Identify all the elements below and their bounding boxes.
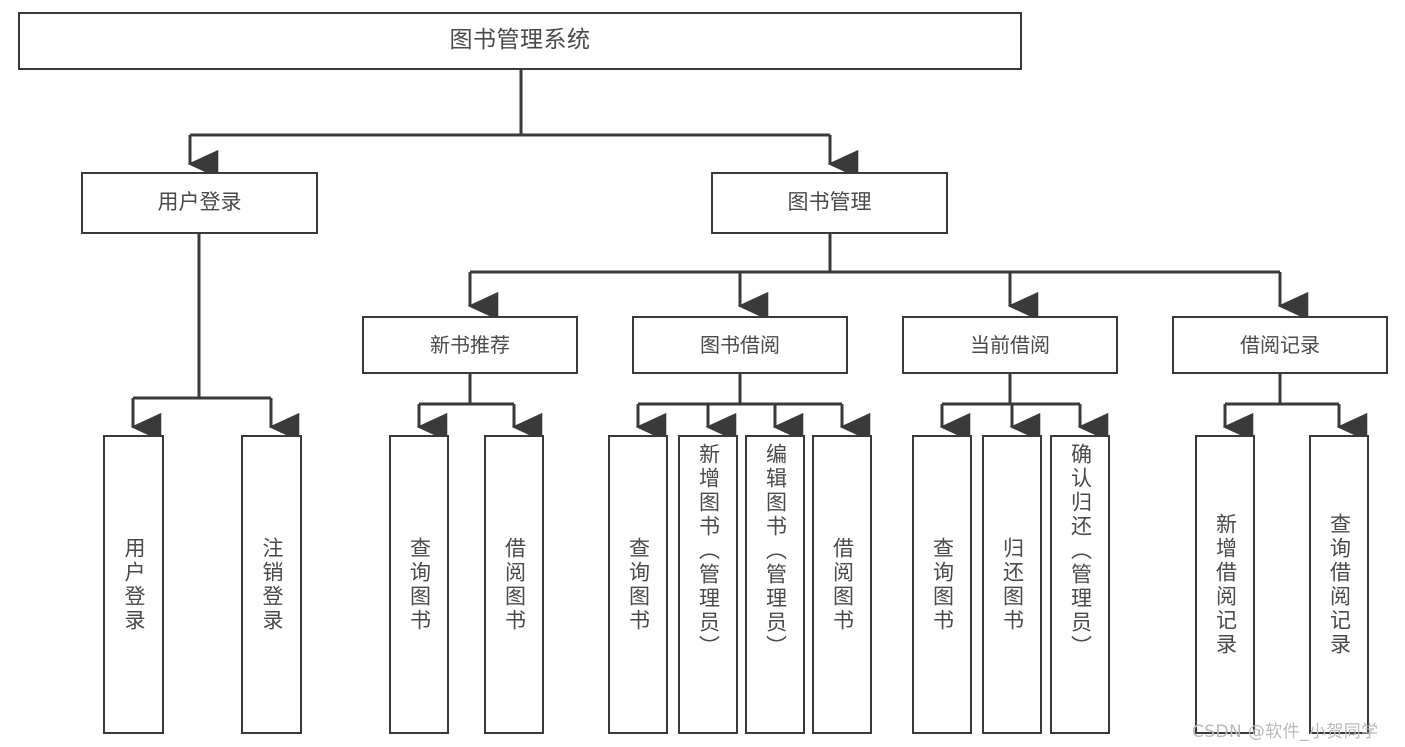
node-current-borrow[interactable]: 当前借阅	[902, 316, 1118, 374]
leaf-add-book-admin[interactable]: 新增图书（管理员）	[678, 435, 738, 734]
leaf-borrow-book-borrow[interactable]: 借阅图书	[812, 435, 872, 734]
node-label: 注销登录	[260, 536, 284, 633]
leaf-query-borrow-record[interactable]: 查询借阅记录	[1309, 435, 1369, 734]
node-book-management[interactable]: 图书管理	[711, 172, 948, 234]
leaf-user-login[interactable]: 用户登录	[103, 435, 164, 734]
node-borrow-record[interactable]: 借阅记录	[1172, 316, 1388, 374]
leaf-query-book-current[interactable]: 查询图书	[912, 435, 972, 734]
node-label: 图书管理系统	[449, 27, 591, 54]
leaf-return-book[interactable]: 归还图书	[982, 435, 1042, 734]
node-label: 查询图书	[930, 536, 955, 633]
node-label: 归还图书	[1000, 536, 1025, 633]
node-new-book-recommend[interactable]: 新书推荐	[362, 316, 578, 374]
leaf-logout-login[interactable]: 注销登录	[241, 435, 302, 734]
node-label: 借阅图书	[502, 536, 527, 633]
node-user-login[interactable]: 用户登录	[81, 172, 318, 234]
node-label: 借阅记录	[1240, 332, 1320, 357]
leaf-confirm-return-admin[interactable]: 确认归还（管理员）	[1050, 435, 1110, 734]
node-label: 新书推荐	[430, 332, 510, 357]
node-label: 确认归还（管理员）	[1068, 443, 1093, 659]
node-label: 新增借阅记录	[1213, 512, 1238, 657]
leaf-add-borrow-record[interactable]: 新增借阅记录	[1195, 435, 1255, 734]
leaf-query-book-borrow[interactable]: 查询图书	[608, 435, 668, 734]
node-book-borrow[interactable]: 图书借阅	[632, 316, 848, 374]
node-label: 查询图书	[407, 536, 432, 633]
node-label: 用户登录	[122, 536, 146, 633]
leaf-query-book-recommend[interactable]: 查询图书	[389, 435, 449, 734]
node-label: 用户登录	[157, 190, 242, 215]
node-label: 新增图书（管理员）	[696, 443, 721, 659]
node-label: 图书管理	[787, 190, 872, 215]
node-label: 当前借阅	[970, 332, 1050, 357]
node-root-system[interactable]: 图书管理系统	[18, 12, 1022, 70]
leaf-edit-book-admin[interactable]: 编辑图书（管理员）	[745, 435, 805, 734]
node-label: 查询借阅记录	[1327, 512, 1352, 657]
node-label: 借阅图书	[830, 536, 855, 633]
node-label: 编辑图书（管理员）	[763, 443, 788, 659]
node-label: 图书借阅	[700, 332, 780, 357]
node-label: 查询图书	[626, 536, 651, 633]
leaf-borrow-book-recommend[interactable]: 借阅图书	[484, 435, 544, 734]
